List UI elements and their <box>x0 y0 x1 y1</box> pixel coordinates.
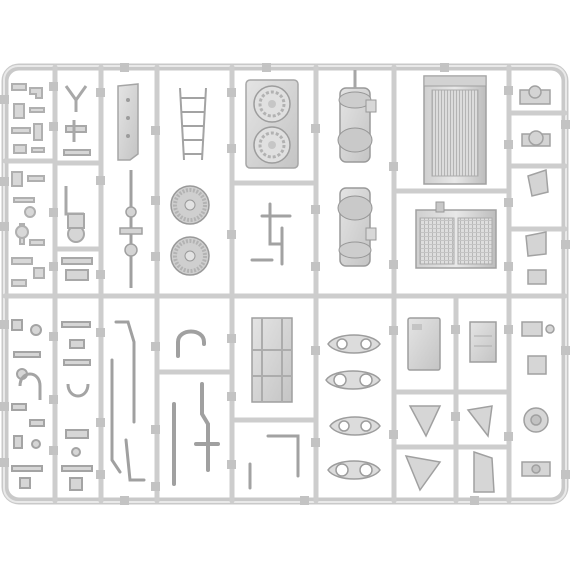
part-motor-upper <box>337 70 377 163</box>
part-control-box <box>469 321 497 363</box>
part-radiator-lower <box>415 201 497 269</box>
part-rack-frame <box>251 317 293 403</box>
part-gasket-plates <box>325 334 381 480</box>
part-pipes-lower-column-5 <box>248 434 300 490</box>
part-shaft-assembly <box>119 170 143 288</box>
part-long-rods <box>110 320 146 482</box>
sprue-gate-blocks <box>0 63 570 505</box>
part-fan-wheel-upper <box>170 185 210 225</box>
sprue-frame-highlight <box>3 65 567 503</box>
part-battery-box <box>407 317 441 371</box>
part-fan-wheel-lower <box>170 236 210 276</box>
part-small-fittings-lower-left <box>11 319 45 489</box>
part-curved-pipes <box>172 329 220 486</box>
part-ladder <box>179 87 207 161</box>
part-motor-lower <box>337 187 377 267</box>
part-hooks-column-2 <box>61 321 93 491</box>
part-corner-brackets-right <box>519 85 551 285</box>
part-small-brackets-top-left <box>11 83 45 287</box>
part-long-plate <box>117 83 139 161</box>
part-fan-housing <box>245 79 299 169</box>
part-radiator-upper <box>423 75 487 185</box>
part-pipes-column-5 <box>250 202 292 266</box>
part-triangle-brackets <box>404 405 495 493</box>
part-valves-lower-right <box>521 321 555 477</box>
part-levers-column-2 <box>61 85 93 281</box>
